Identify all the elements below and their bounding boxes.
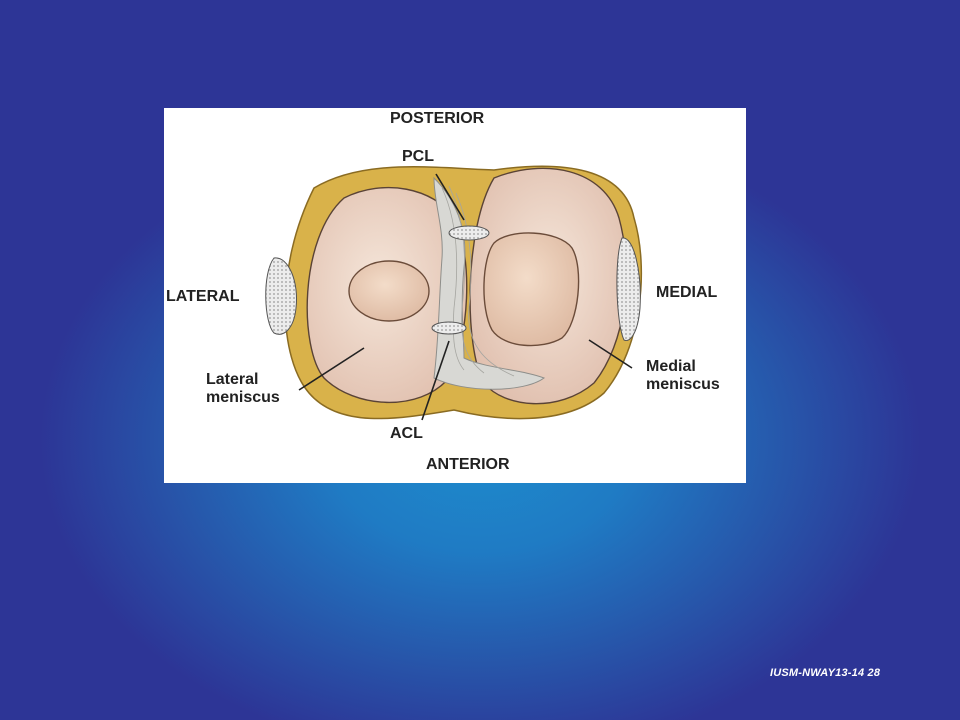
label-lateral-meniscus: Lateral meniscus bbox=[206, 371, 280, 406]
tibial-plateau-illustration bbox=[265, 165, 643, 421]
label-pcl: PCL bbox=[402, 148, 434, 165]
label-acl: ACL bbox=[390, 425, 423, 442]
slide-footer: IUSM-NWAY13-14 28 bbox=[770, 667, 881, 679]
acl-attachment bbox=[431, 321, 467, 335]
medial-condyle bbox=[483, 232, 580, 347]
leader-lines bbox=[298, 173, 633, 421]
pcl-attachment bbox=[448, 225, 490, 241]
label-medial-meniscus: Medial meniscus bbox=[646, 358, 720, 393]
label-medial: MEDIAL bbox=[656, 284, 718, 301]
lateral-condyle bbox=[348, 260, 430, 322]
ligament-fibers bbox=[441, 185, 515, 377]
mcl-section bbox=[616, 237, 641, 342]
knee-meniscus-figure: POSTERIOR PCL LATERAL MEDIAL Lateral men… bbox=[164, 108, 746, 483]
label-anterior: ANTERIOR bbox=[426, 456, 510, 473]
label-lateral: LATERAL bbox=[166, 288, 240, 305]
label-posterior: POSTERIOR bbox=[390, 110, 485, 127]
fibula-section bbox=[265, 257, 298, 335]
